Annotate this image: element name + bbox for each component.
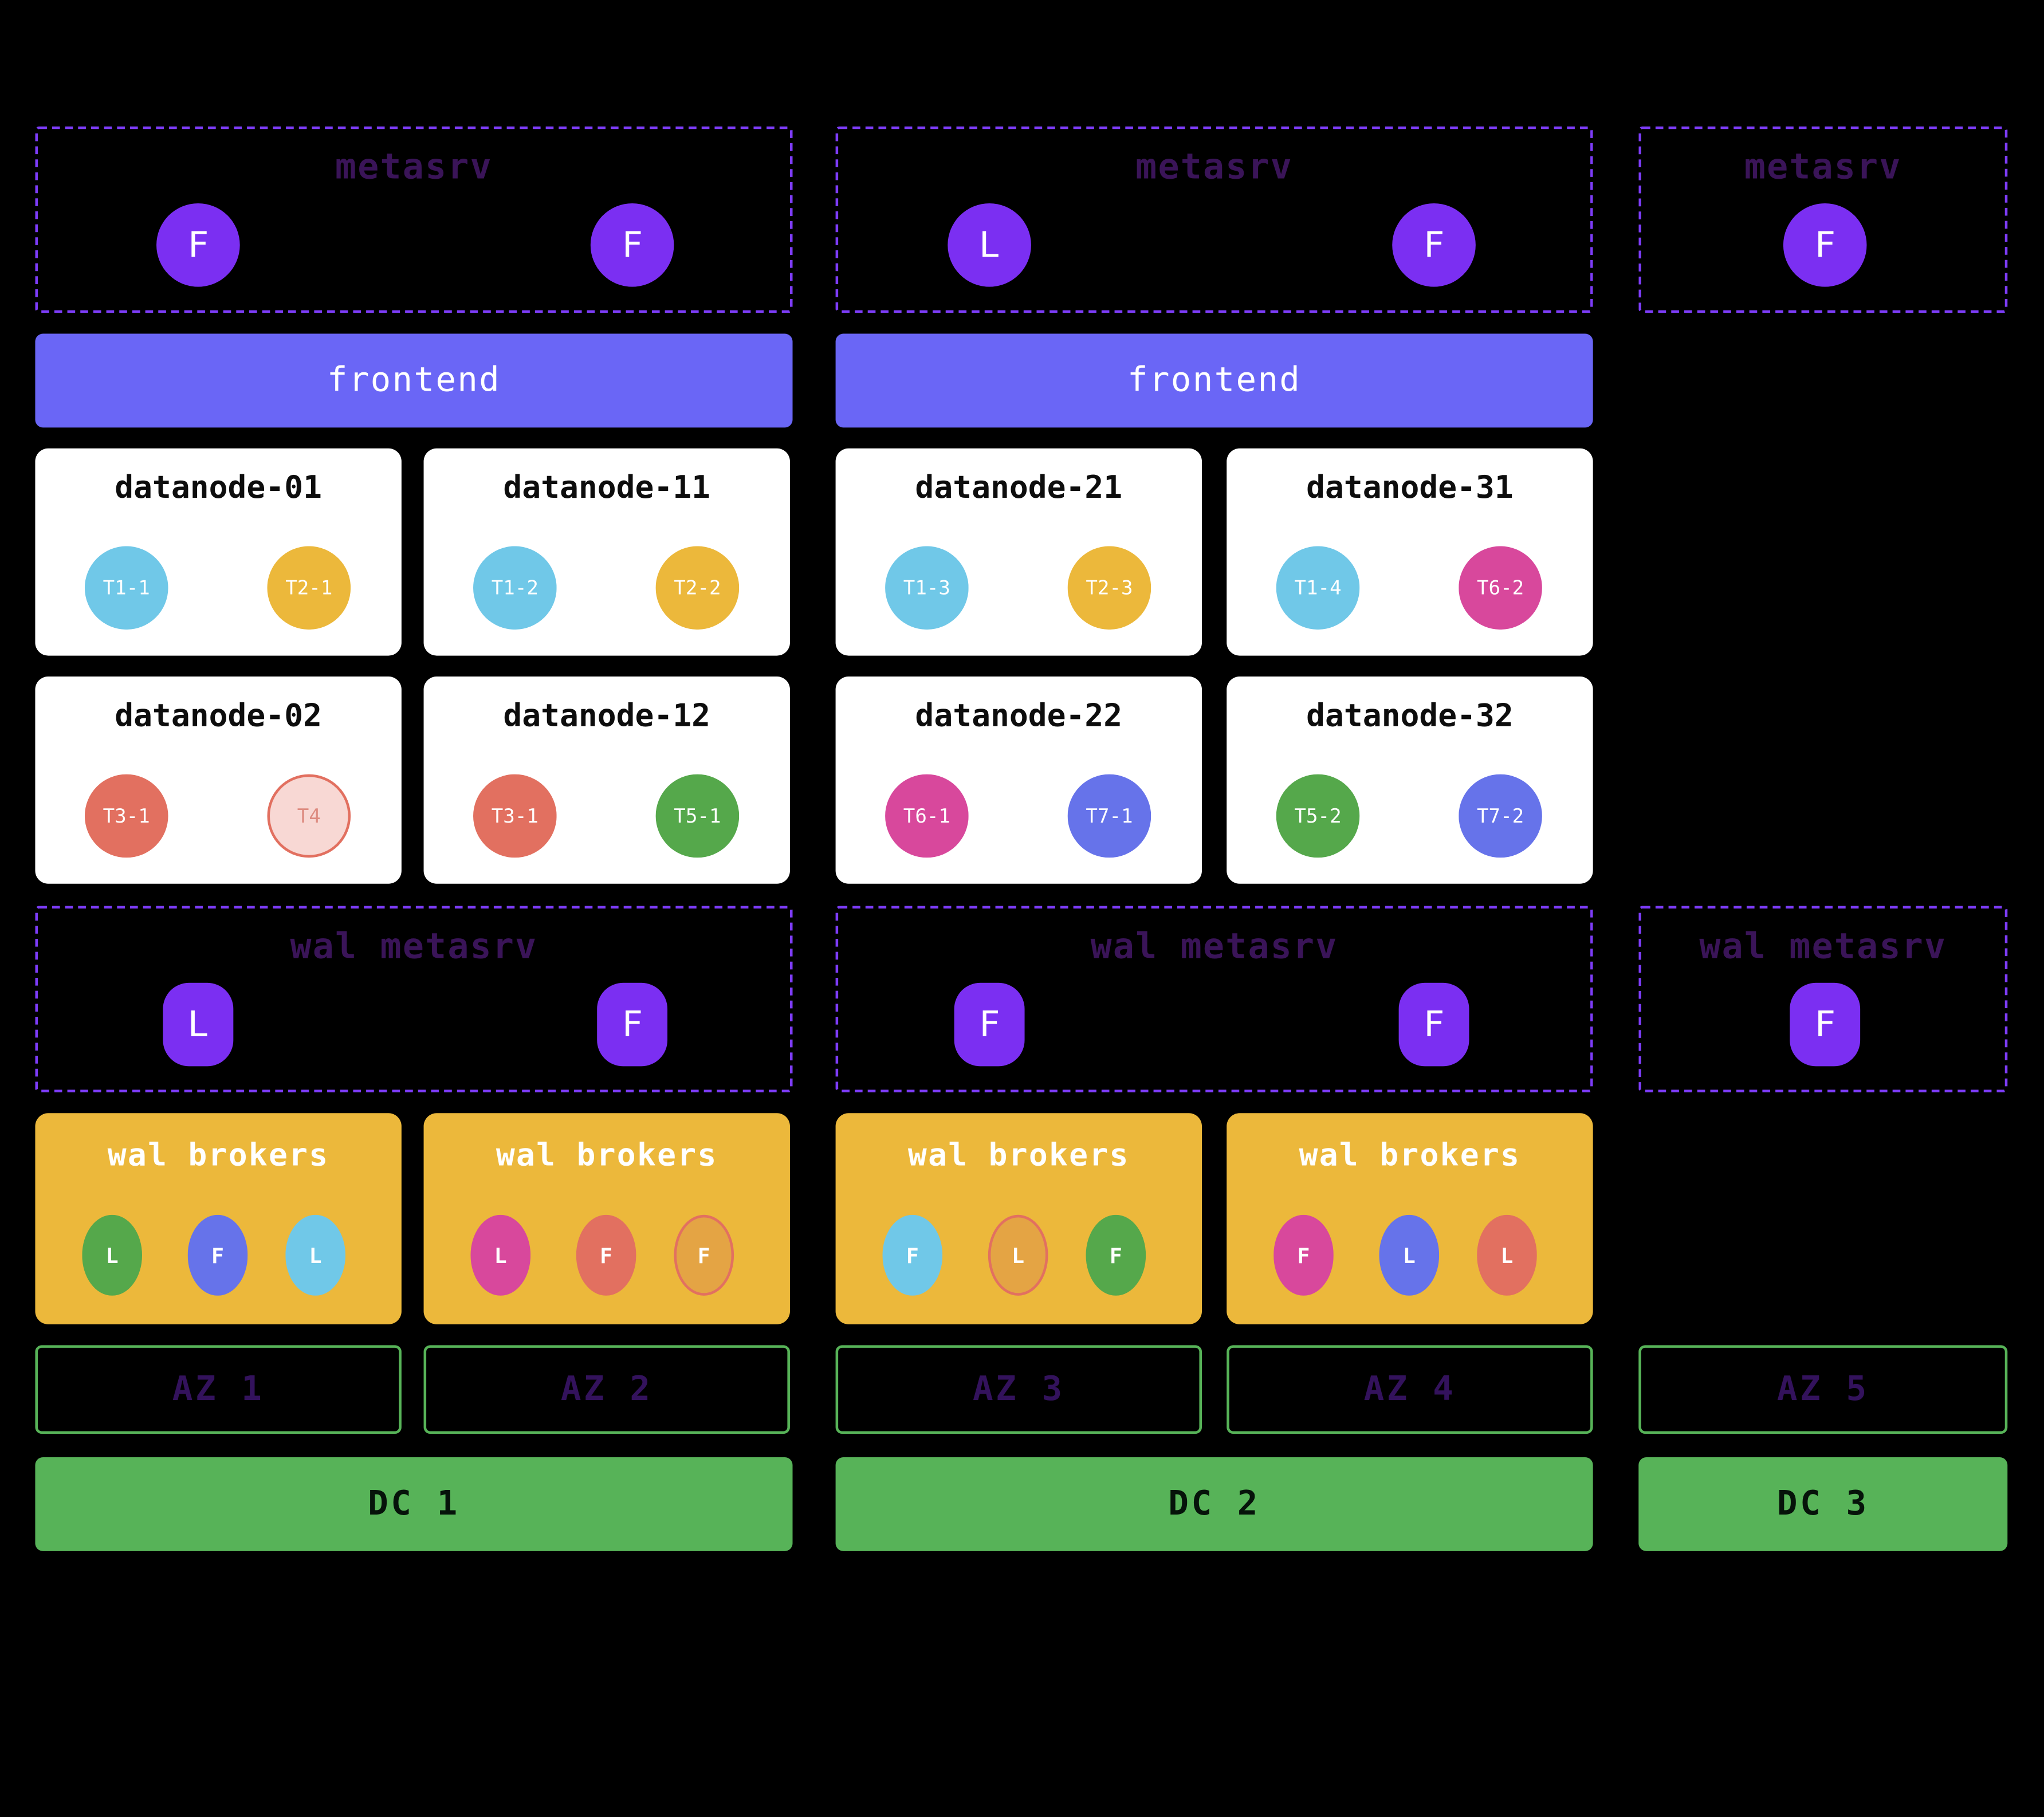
datanode-card: datanode-21 T1-3 T2-3 — [835, 448, 1202, 656]
dc-label: DC 2 — [1168, 1484, 1260, 1524]
metasrv-title: metasrv — [1744, 147, 1902, 188]
wal-brokers-title: wal brokers — [107, 1136, 329, 1173]
metasrv-follower-node: F — [1783, 203, 1867, 287]
wal-metasrv-follower-node: F — [597, 982, 668, 1067]
broker-node: F — [1273, 1214, 1334, 1296]
datanode-card: datanode-12 T3-1 T5-1 — [423, 676, 790, 884]
region-circle: T1-4 — [1276, 546, 1360, 630]
metasrv-group-dc2: metasrv L F — [835, 126, 1593, 313]
wal-metasrv-group-dc2: wal metasrv F F — [835, 906, 1593, 1092]
region-circle: T1-2 — [473, 546, 557, 630]
metasrv-title: metasrv — [335, 147, 493, 188]
az-label: AZ 1 — [172, 1370, 265, 1409]
az-box: AZ 1 — [35, 1345, 402, 1434]
az-box: AZ 3 — [835, 1345, 1202, 1434]
wal-metasrv-follower-node: F — [1790, 982, 1861, 1067]
region-circle: T7-1 — [1067, 774, 1151, 858]
wal-metasrv-group-dc3: wal metasrv F — [1638, 906, 2008, 1092]
az-label: AZ 3 — [972, 1370, 1065, 1409]
broker-node: L — [1477, 1214, 1537, 1296]
datanode-name: datanode-01 — [115, 469, 322, 506]
wal-metasrv-title: wal metasrv — [1699, 926, 1947, 968]
broker-node: L — [285, 1214, 346, 1296]
region-circle: T5-1 — [655, 774, 740, 858]
datanode-card: datanode-11 T1-2 T2-2 — [423, 448, 790, 656]
broker-node: F — [576, 1214, 636, 1296]
region-circle: T1-3 — [885, 546, 969, 630]
dc-bar: DC 1 — [35, 1457, 793, 1551]
frontend-bar-dc2: frontend — [835, 333, 1593, 428]
wal-brokers-card: wal brokers F L F — [835, 1113, 1202, 1324]
metasrv-group-dc1: metasrv F F — [35, 126, 793, 313]
datanode-card: datanode-31 T1-4 T6-2 — [1227, 448, 1593, 656]
broker-node: L — [470, 1214, 531, 1296]
region-circle: T3-1 — [473, 774, 557, 858]
region-circle: T5-2 — [1276, 774, 1360, 858]
dc-label: DC 3 — [1776, 1484, 1869, 1524]
metasrv-follower-node: F — [590, 203, 674, 287]
region-circle: T6-1 — [885, 774, 969, 858]
wal-brokers-card: wal brokers F L L — [1227, 1113, 1593, 1324]
wal-brokers-title: wal brokers — [496, 1136, 718, 1173]
datanode-name: datanode-22 — [915, 697, 1123, 734]
broker-node-pending: L — [988, 1214, 1048, 1296]
broker-node-pending: F — [674, 1214, 734, 1296]
metasrv-follower-node: F — [1392, 203, 1476, 287]
wal-metasrv-leader-node: L — [163, 982, 234, 1067]
region-circle-pending: T4 — [267, 774, 351, 858]
datanode-card: datanode-22 T6-1 T7-1 — [835, 676, 1202, 884]
datanode-name: datanode-02 — [115, 697, 322, 734]
broker-node: F — [1086, 1214, 1146, 1296]
metasrv-follower-node: F — [156, 203, 240, 287]
datanode-card: datanode-01 T1-1 T2-1 — [35, 448, 402, 656]
frontend-bar-dc1: frontend — [35, 333, 793, 428]
wal-brokers-card: wal brokers L F L — [35, 1113, 402, 1324]
wal-brokers-title: wal brokers — [1299, 1136, 1521, 1173]
dc-bar: DC 3 — [1638, 1457, 2008, 1551]
datanode-name: datanode-12 — [503, 697, 711, 734]
broker-node: F — [882, 1214, 943, 1296]
wal-brokers-title: wal brokers — [907, 1136, 1130, 1173]
region-circle: T2-3 — [1067, 546, 1151, 630]
wal-metasrv-follower-node: F — [954, 982, 1025, 1067]
region-circle: T2-1 — [267, 546, 351, 630]
broker-node: L — [82, 1214, 143, 1296]
dc-label: DC 1 — [368, 1484, 460, 1524]
wal-metasrv-group-dc1: wal metasrv L F — [35, 906, 793, 1092]
az-box: AZ 2 — [423, 1345, 790, 1434]
region-circle: T6-2 — [1459, 546, 1542, 630]
wal-metasrv-title: wal metasrv — [290, 926, 538, 968]
region-circle: T7-2 — [1459, 774, 1542, 858]
dc-bar: DC 2 — [835, 1457, 1593, 1551]
wal-metasrv-title: wal metasrv — [1090, 926, 1338, 968]
wal-metasrv-follower-node: F — [1398, 982, 1469, 1067]
az-box: AZ 5 — [1638, 1345, 2008, 1434]
metasrv-group-dc3: metasrv F — [1638, 126, 2008, 313]
az-label: AZ 2 — [560, 1370, 653, 1409]
datanode-card: datanode-32 T5-2 T7-2 — [1227, 676, 1593, 884]
region-circle: T1-1 — [84, 546, 168, 630]
datanode-card: datanode-02 T3-1 T4 — [35, 676, 402, 884]
datanode-name: datanode-21 — [915, 469, 1123, 506]
az-label: AZ 4 — [1363, 1370, 1456, 1409]
wal-brokers-card: wal brokers L F F — [423, 1113, 790, 1324]
az-label: AZ 5 — [1776, 1370, 1869, 1409]
datanode-name: datanode-32 — [1306, 697, 1514, 734]
az-box: AZ 4 — [1227, 1345, 1593, 1434]
datanode-name: datanode-31 — [1306, 469, 1514, 506]
broker-node: L — [1379, 1214, 1440, 1296]
region-circle: T3-1 — [84, 774, 168, 858]
broker-node: F — [187, 1214, 248, 1296]
region-circle: T2-2 — [655, 546, 740, 630]
metasrv-title: metasrv — [1135, 147, 1294, 188]
metasrv-leader-node: L — [948, 203, 1031, 287]
datanode-name: datanode-11 — [503, 469, 711, 506]
